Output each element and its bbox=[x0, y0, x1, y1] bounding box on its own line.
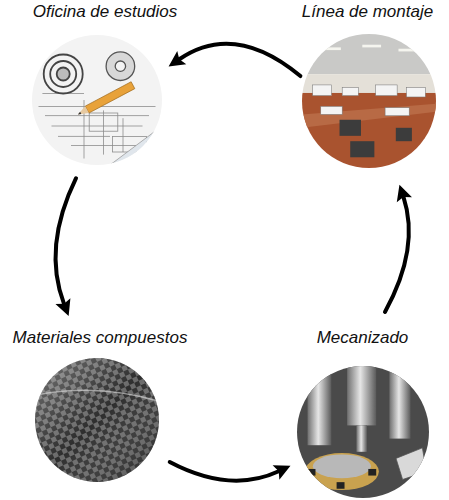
photo-circle bbox=[32, 35, 162, 165]
cutter-body bbox=[305, 453, 379, 490]
carbon-edge bbox=[35, 390, 159, 401]
floor-shine bbox=[302, 104, 436, 128]
machine bbox=[313, 85, 332, 96]
carbon-weave bbox=[35, 358, 159, 482]
ring bbox=[44, 55, 83, 94]
holder bbox=[389, 366, 410, 439]
paper bbox=[32, 35, 162, 165]
bearing bbox=[44, 55, 83, 94]
ceiling bbox=[302, 34, 436, 74]
arrow-head bbox=[273, 465, 291, 480]
arrow-line bbox=[56, 178, 77, 304]
light bbox=[322, 47, 341, 50]
holder bbox=[347, 366, 376, 425]
crates bbox=[340, 120, 412, 158]
photo-circle bbox=[35, 358, 159, 482]
arrow-head bbox=[169, 51, 187, 67]
gear-body bbox=[106, 52, 135, 81]
cutter-top bbox=[313, 454, 371, 478]
arrow-head bbox=[397, 185, 412, 203]
machine bbox=[385, 108, 409, 116]
machining-photo bbox=[297, 366, 429, 498]
holder bbox=[308, 366, 332, 445]
arrow-line bbox=[170, 462, 279, 481]
light bbox=[362, 45, 381, 48]
ring bbox=[57, 68, 70, 81]
machines bbox=[313, 85, 426, 116]
pencil-tip bbox=[76, 106, 89, 118]
machine bbox=[407, 88, 426, 97]
drawing-photo bbox=[32, 35, 162, 165]
insert-tool bbox=[396, 448, 426, 480]
photo-node: Línea de montaje bbox=[290, 0, 445, 168]
node-label: Línea de montaje bbox=[302, 0, 433, 22]
node-label: Materiales compuestos bbox=[13, 326, 188, 348]
drill bbox=[356, 425, 367, 451]
pencil-body bbox=[85, 82, 135, 113]
pencil bbox=[76, 82, 135, 118]
gear-hub bbox=[115, 61, 125, 71]
crate bbox=[350, 141, 374, 157]
tool-holders bbox=[308, 366, 411, 452]
crate bbox=[340, 120, 361, 136]
insert bbox=[337, 482, 345, 489]
arrow-line bbox=[385, 197, 409, 312]
ruler bbox=[110, 126, 162, 165]
curved-arrow bbox=[55, 178, 76, 316]
frame bbox=[89, 113, 118, 131]
floor bbox=[302, 93, 436, 168]
background bbox=[297, 366, 429, 498]
carbon-photo bbox=[35, 358, 159, 482]
arrow-line bbox=[179, 44, 300, 76]
insert bbox=[308, 469, 316, 476]
carbon-sheen bbox=[35, 358, 159, 482]
curved-arrow bbox=[385, 185, 412, 312]
cutter bbox=[305, 453, 379, 490]
photo-node: Materiales compuestos bbox=[2, 326, 198, 482]
machine bbox=[321, 106, 342, 114]
ceiling-lights bbox=[322, 45, 417, 52]
curved-arrow bbox=[170, 462, 291, 481]
machine bbox=[376, 85, 397, 96]
pencil-lead bbox=[77, 112, 81, 116]
factory-photo bbox=[302, 34, 436, 168]
crate bbox=[396, 128, 412, 141]
light bbox=[398, 49, 417, 52]
machine bbox=[342, 88, 358, 96]
curved-arrow bbox=[169, 44, 301, 76]
node-label: Mecanizado bbox=[317, 326, 409, 348]
photo-node: Oficina de estudios bbox=[5, 0, 205, 165]
photo-circle bbox=[297, 366, 429, 498]
node-label: Oficina de estudios bbox=[33, 0, 178, 22]
gear bbox=[106, 52, 135, 81]
photo-circle bbox=[302, 34, 436, 168]
ring bbox=[50, 61, 76, 87]
arrow-head bbox=[55, 298, 70, 316]
insert bbox=[368, 469, 376, 476]
photo-node: Mecanizado bbox=[290, 326, 435, 498]
